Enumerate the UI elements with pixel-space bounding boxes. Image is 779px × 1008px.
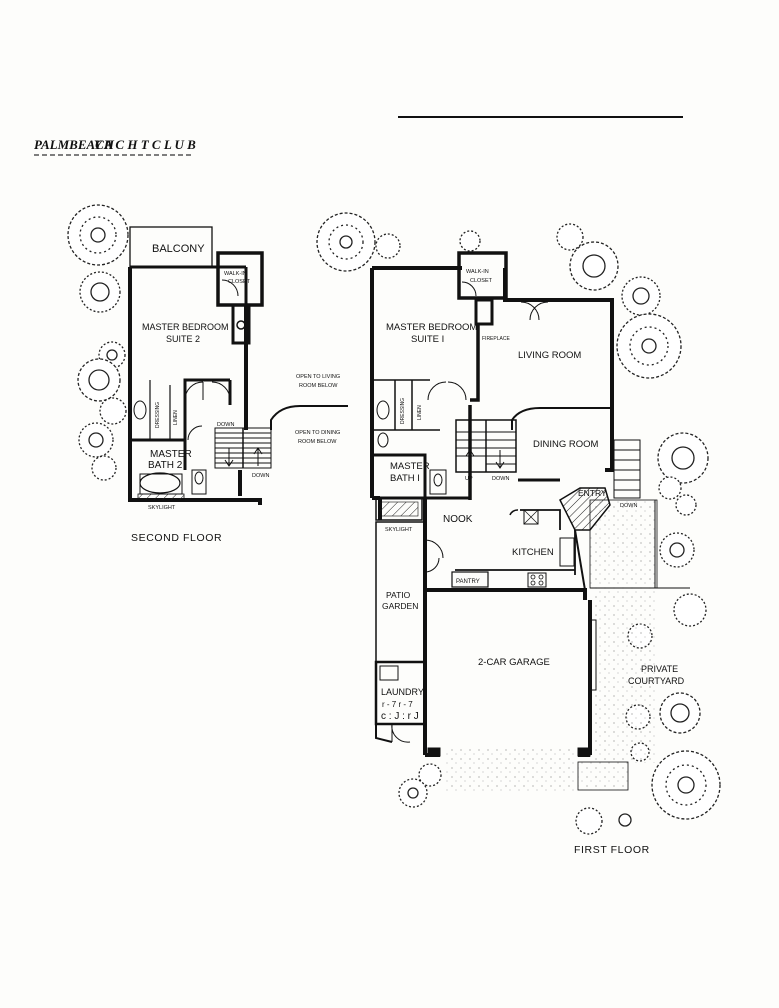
note-open-living-line1: OPEN TO LIVING — [296, 374, 340, 380]
label-fireplace: FIREPLACE — [482, 336, 510, 342]
label-stair-up: UP — [465, 476, 473, 482]
header: PALMBEACH Y A C H T C L U B — [34, 116, 683, 156]
label-balcony: BALCONY — [152, 243, 205, 255]
shrub-icon — [673, 593, 707, 627]
label-private-courtyard-line1: PRIVATE — [641, 664, 678, 674]
caption-second-floor: SECOND FLOOR — [131, 532, 222, 544]
label-stair-down: DOWN — [492, 476, 509, 482]
shrub-icon — [316, 212, 376, 272]
label-laundry: LAUNDRY — [381, 687, 424, 697]
label-stair-down-2: DOWN — [252, 473, 269, 479]
garage-walls — [423, 590, 592, 757]
shrub-icon — [657, 432, 709, 484]
shrub-icon — [569, 241, 619, 291]
shrub-icon — [99, 397, 127, 425]
shrub-icon — [675, 494, 697, 516]
second-floor-walls — [128, 267, 262, 505]
label-down-upper: DOWN — [217, 422, 234, 428]
label-patio-garden-line1: PATIO — [386, 590, 411, 600]
first-floor-plan — [370, 251, 690, 794]
label-master-bath-1-line2: BATH I — [390, 473, 420, 484]
first-floor-stairs — [455, 419, 517, 473]
shrub-icon — [459, 230, 481, 252]
shrub-icon — [659, 692, 701, 734]
label-living-room: LIVING ROOM — [518, 350, 581, 361]
label-walk-in-closet-2-line1: WALK-IN — [224, 271, 247, 277]
shrub-icon — [78, 422, 114, 458]
shrub-icon — [556, 223, 584, 251]
label-garage: 2-CAR GARAGE — [478, 657, 550, 668]
label-skylight-1: SKYLIGHT — [385, 527, 413, 533]
label-walk-in-closet-1-line2: CLOSET — [470, 278, 493, 284]
label-walk-in-closet-2-line2: CLOSET — [228, 279, 251, 285]
kitchen-counter — [455, 509, 576, 575]
shrub-icon — [651, 750, 721, 820]
label-walk-in-closet-1-line1: WALK-IN — [466, 269, 489, 275]
first-floor-labels: WALK-IN CLOSET MASTER BEDROOM SUITE I FI… — [381, 269, 685, 856]
second-floor-stairs — [214, 427, 272, 469]
label-linen-2: LINEN — [173, 410, 179, 425]
label-private-courtyard-line2: COURTYARD — [628, 676, 685, 686]
brand-title-prefix: PALMBEACH — [34, 137, 115, 152]
label-master-bedroom-suite-1-line1: MASTER BEDROOM — [386, 322, 477, 333]
label-laundry-marks-line1: r - 7 r - 7 — [382, 700, 413, 709]
shrub-icon — [616, 313, 682, 379]
label-patio-garden-line2: GARDEN — [382, 601, 418, 611]
shrub-icon — [67, 204, 129, 266]
open-below-rail — [270, 405, 348, 430]
label-kitchen: KITCHEN — [512, 547, 554, 558]
shrub-icon — [659, 532, 695, 568]
label-laundry-marks-line2: c : J : r J — [381, 711, 419, 722]
note-open-dining-line1: OPEN TO DINING — [295, 430, 340, 436]
label-master-bedroom-suite-2-line2: SUITE 2 — [166, 334, 200, 344]
note-open-dining-line2: ROOM BELOW — [298, 439, 337, 445]
caption-first-floor: FIRST FLOOR — [574, 844, 650, 856]
driveway-paving — [444, 748, 576, 794]
label-pantry: PANTRY — [456, 579, 480, 585]
entry-steps — [613, 439, 641, 499]
shrub-icon — [418, 763, 442, 787]
walk-in-closet-1-outline — [457, 251, 508, 300]
shrub-icon — [658, 476, 682, 500]
label-master-bath-2-line1: MASTER — [150, 449, 192, 460]
laundry-outline — [374, 660, 427, 726]
fireplace-box — [474, 298, 494, 326]
shrub-icon — [79, 271, 121, 313]
label-skylight-2: SKYLIGHT — [148, 505, 176, 511]
note-open-living-line2: ROOM BELOW — [299, 383, 338, 389]
label-nook: NOOK — [443, 514, 473, 525]
chimney-box — [231, 303, 251, 345]
shrub-icon — [398, 778, 428, 808]
label-dressing-2: DRESSING — [155, 402, 161, 428]
label-master-bath-2-line2: BATH 2 — [148, 460, 183, 471]
label-linen-1: LINEN — [417, 405, 423, 420]
label-dressing-1: DRESSING — [400, 398, 406, 424]
shrub-icon — [618, 813, 632, 827]
label-dining-room: DINING ROOM — [533, 439, 599, 450]
shrub-icon — [91, 455, 117, 481]
label-master-bath-1-line1: MASTER — [390, 461, 430, 472]
shrub-icon — [77, 358, 121, 402]
second-floor-labels: BALCONY WALK-IN CLOSET MASTER BEDROOM SU… — [131, 243, 340, 544]
label-master-bedroom-suite-1-line2: SUITE I — [411, 334, 444, 345]
label-entry: ENTRY — [578, 488, 607, 498]
second-floor-plan — [128, 226, 348, 505]
shrub-icon — [375, 233, 401, 259]
label-entry-down: DOWN — [620, 503, 637, 509]
brand-title-suffix: Y A C H T C L U B — [94, 137, 196, 152]
label-master-bedroom-suite-2-line1: MASTER BEDROOM — [142, 322, 229, 332]
landscaping-shrubs — [67, 204, 721, 835]
shrub-icon — [575, 807, 603, 835]
shrub-icon — [621, 276, 661, 316]
